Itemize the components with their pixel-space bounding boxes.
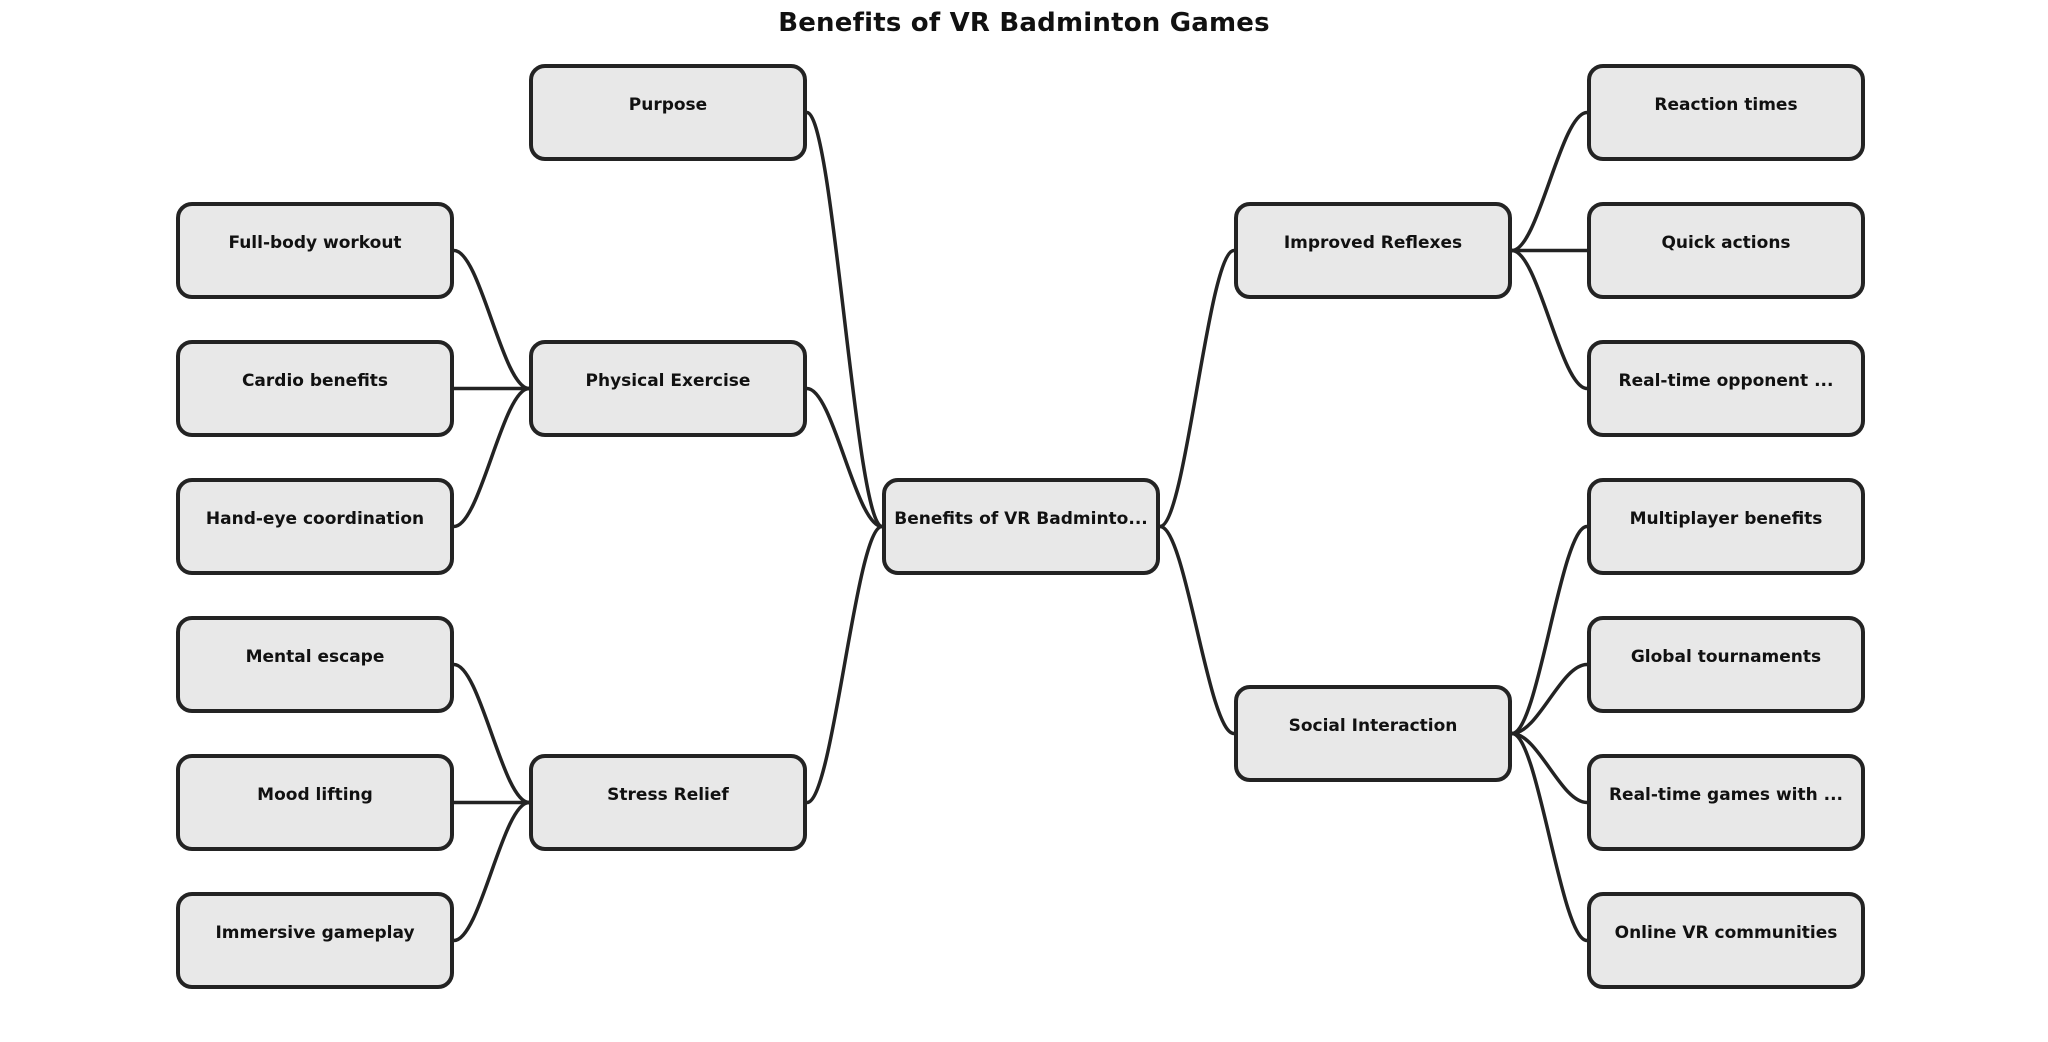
connector-improved_reflexes-reaction_times	[1511, 110, 1588, 253]
connector-stress_relief-immersive_gameplay	[453, 800, 530, 943]
connector-physical_exercise-full_body_workout	[453, 248, 530, 391]
node-hand-eye-coordination[interactable]: Hand-eye coordination	[176, 478, 454, 575]
connector-root-improved_reflexes	[1159, 248, 1235, 529]
node-mental-escape[interactable]: Mental escape	[176, 616, 454, 713]
connector-root-physical_exercise	[806, 386, 883, 529]
node-immersive-gameplay[interactable]: Immersive gameplay	[176, 892, 454, 989]
diagram-title: Benefits of VR Badminton Games	[778, 8, 1270, 38]
node-global-tournaments[interactable]: Global tournaments	[1587, 616, 1865, 713]
node-real-time-opponent[interactable]: Real-time opponent ...	[1587, 340, 1865, 437]
connector-social_interaction-online_vr_communities	[1511, 731, 1588, 943]
connector-root-social_interaction	[1159, 524, 1235, 736]
node-improved-reflexes[interactable]: Improved Reflexes	[1234, 202, 1512, 299]
node-online-vr-communities[interactable]: Online VR communities	[1587, 892, 1865, 989]
node-real-time-games[interactable]: Real-time games with ...	[1587, 754, 1865, 851]
connector-stress_relief-mental_escape	[453, 662, 530, 805]
node-reaction-times[interactable]: Reaction times	[1587, 64, 1865, 161]
connector-social_interaction-global_tournaments	[1511, 662, 1588, 736]
node-physical-exercise[interactable]: Physical Exercise	[529, 340, 807, 437]
connector-social_interaction-multiplayer_benefits	[1511, 524, 1588, 736]
node-full-body-workout[interactable]: Full-body workout	[176, 202, 454, 299]
node-stress-relief[interactable]: Stress Relief	[529, 754, 807, 851]
connector-improved_reflexes-real_time_opponent	[1511, 248, 1588, 391]
node-quick-actions[interactable]: Quick actions	[1587, 202, 1865, 299]
connector-root-stress_relief	[806, 524, 883, 805]
node-social-interaction[interactable]: Social Interaction	[1234, 685, 1512, 782]
connector-social_interaction-real_time_games	[1511, 731, 1588, 805]
node-mood-lifting[interactable]: Mood lifting	[176, 754, 454, 851]
node-cardio-benefits[interactable]: Cardio benefits	[176, 340, 454, 437]
connector-physical_exercise-hand_eye_coordination	[453, 386, 530, 529]
node-multiplayer-benefits[interactable]: Multiplayer benefits	[1587, 478, 1865, 575]
connector-root-purpose	[806, 110, 883, 529]
node-purpose[interactable]: Purpose	[529, 64, 807, 161]
node-root[interactable]: Benefits of VR Badminto...	[882, 478, 1160, 575]
